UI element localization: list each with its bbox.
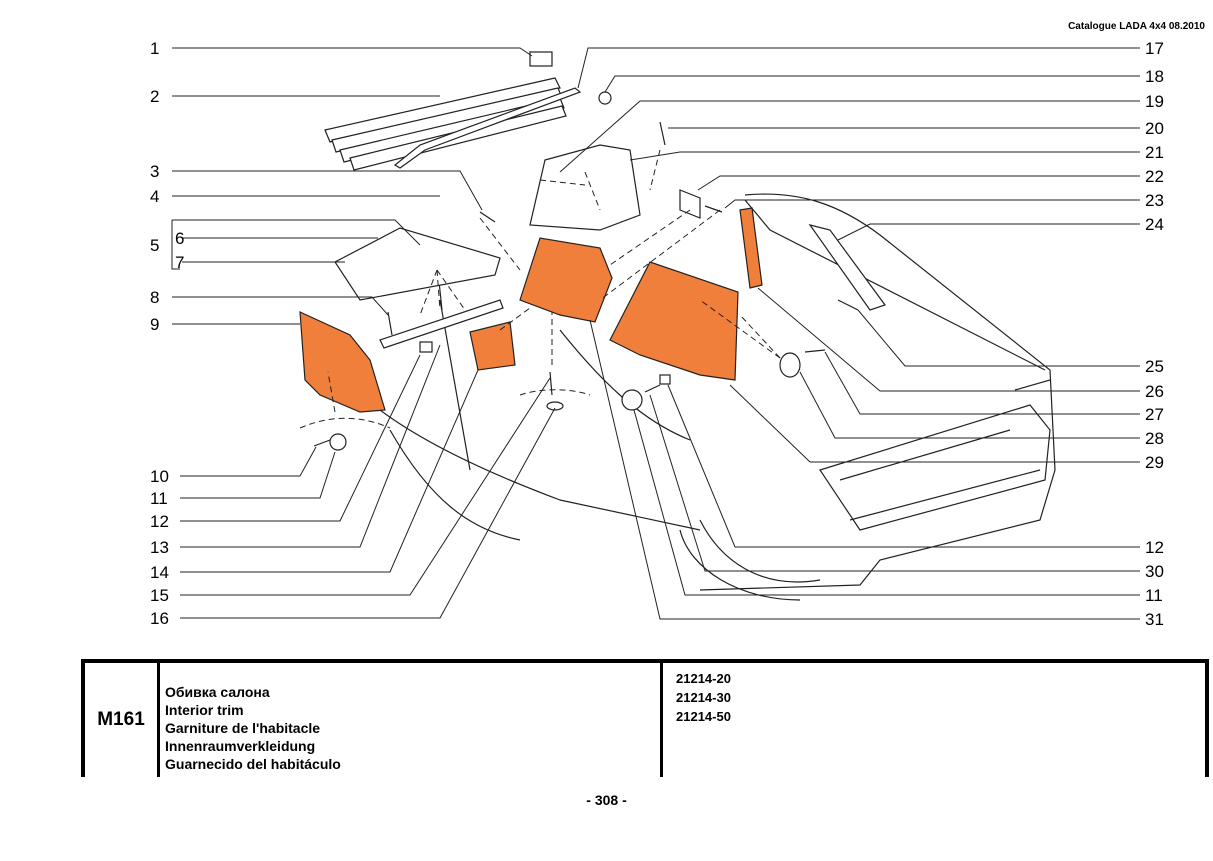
cap-part-28 <box>779 352 801 378</box>
callout-17: 17 <box>1145 39 1164 58</box>
callout-16: 16 <box>150 609 169 628</box>
sill-strip-part-13 <box>379 299 504 349</box>
callout-12-right: 12 <box>1145 538 1164 557</box>
parts-diagram: 1 2 3 4 5 6 7 8 9 10 11 12 13 14 15 16 1… <box>150 39 1164 629</box>
title-de: Innenraumverkleidung <box>165 738 316 754</box>
screw-part-20 <box>659 121 666 146</box>
callout-7: 7 <box>175 253 184 272</box>
callout-29: 29 <box>1145 453 1164 472</box>
callout-25: 25 <box>1145 357 1164 376</box>
rear-strip-part-24 <box>808 224 886 311</box>
callout-11-right: 11 <box>1145 586 1163 605</box>
callout-28: 28 <box>1145 429 1164 448</box>
screw-part-25 <box>837 299 859 311</box>
model-list: 21214-20 21214-30 21214-50 <box>666 663 1205 783</box>
title-fr: Garniture de l'habitacle <box>165 720 321 736</box>
group-code: M161 <box>85 663 160 777</box>
callout-20: 20 <box>1145 119 1164 138</box>
screw-part-10 <box>313 439 331 447</box>
part-group-table: M161 Обивка салона Interior trim Garnitu… <box>81 659 1209 777</box>
cover-part-14 <box>469 321 516 371</box>
title-en: Interior trim <box>165 702 244 718</box>
clip-part-1 <box>529 51 553 67</box>
callout-9: 9 <box>150 315 159 334</box>
shelf-part-7 <box>334 227 501 301</box>
group-titles: Обивка салона Interior trim Garniture de… <box>160 663 663 777</box>
callouts-right: 17 18 19 20 21 22 23 24 25 26 27 28 29 1… <box>1145 39 1164 629</box>
callout-24: 24 <box>1145 215 1164 234</box>
screw-part-30 <box>644 384 661 393</box>
callout-30: 30 <box>1145 562 1164 581</box>
callout-14: 14 <box>150 563 169 582</box>
callout-23: 23 <box>1145 191 1164 210</box>
callouts-left: 1 2 3 4 5 6 7 8 9 10 11 12 13 14 15 16 <box>150 39 184 628</box>
title-ru: Обивка салона <box>165 684 270 700</box>
rear-trim-part-29 <box>609 261 739 381</box>
callout-19: 19 <box>1145 92 1164 111</box>
callout-3: 3 <box>150 162 159 181</box>
trim-panels <box>299 144 886 413</box>
assembly-arrows <box>299 149 781 429</box>
callout-10: 10 <box>150 467 169 486</box>
callout-13: 13 <box>150 538 169 557</box>
callout-4: 4 <box>150 187 159 206</box>
callout-21: 21 <box>1145 143 1164 162</box>
callout-31: 31 <box>1145 610 1164 629</box>
cap-part-11b <box>621 389 643 411</box>
hardware <box>313 51 859 451</box>
washer-part-16 <box>546 401 564 411</box>
callout-22: 22 <box>1145 167 1164 186</box>
bracket-part-22 <box>679 189 701 219</box>
callout-18: 18 <box>1145 67 1164 86</box>
callout-6: 6 <box>175 229 184 248</box>
title-es: Guarnecido del habitáculo <box>165 756 341 772</box>
callout-2: 2 <box>150 87 159 106</box>
car-body-outline <box>379 193 1056 601</box>
leader-lines-right <box>559 47 1140 620</box>
screw-part-3 <box>479 211 496 223</box>
model-code: 21214-50 <box>676 709 731 724</box>
clip-part-27 <box>804 349 826 353</box>
pillar-trim-part-21 <box>529 144 641 231</box>
callout-27: 27 <box>1145 405 1164 424</box>
bushing-part-18 <box>598 91 612 105</box>
catalogue-header: Catalogue LADA 4x4 08.2010 <box>1068 21 1205 32</box>
callout-26: 26 <box>1145 382 1164 401</box>
clip-part-12 <box>419 341 433 353</box>
cap-part-11 <box>329 433 347 451</box>
leader-lines-left <box>171 47 556 619</box>
callout-8: 8 <box>150 288 159 307</box>
roof-rails <box>324 77 582 171</box>
callout-11: 11 <box>150 489 168 508</box>
pillar-strip-part-26 <box>739 207 763 289</box>
callout-5: 5 <box>150 236 159 255</box>
callout-12: 12 <box>150 512 169 531</box>
trim-part-31 <box>519 237 613 323</box>
model-code: 21214-30 <box>676 690 731 705</box>
model-code: 21214-20 <box>676 671 731 686</box>
side-trim-part-9 <box>299 311 386 413</box>
page-number: - 308 - <box>586 792 627 808</box>
callout-15: 15 <box>150 586 169 605</box>
callout-1: 1 <box>150 39 159 58</box>
screw-part-23 <box>704 205 723 213</box>
screw-part-15 <box>549 371 553 396</box>
screw-part-8b <box>387 311 393 336</box>
clip-part-12b <box>659 374 671 385</box>
